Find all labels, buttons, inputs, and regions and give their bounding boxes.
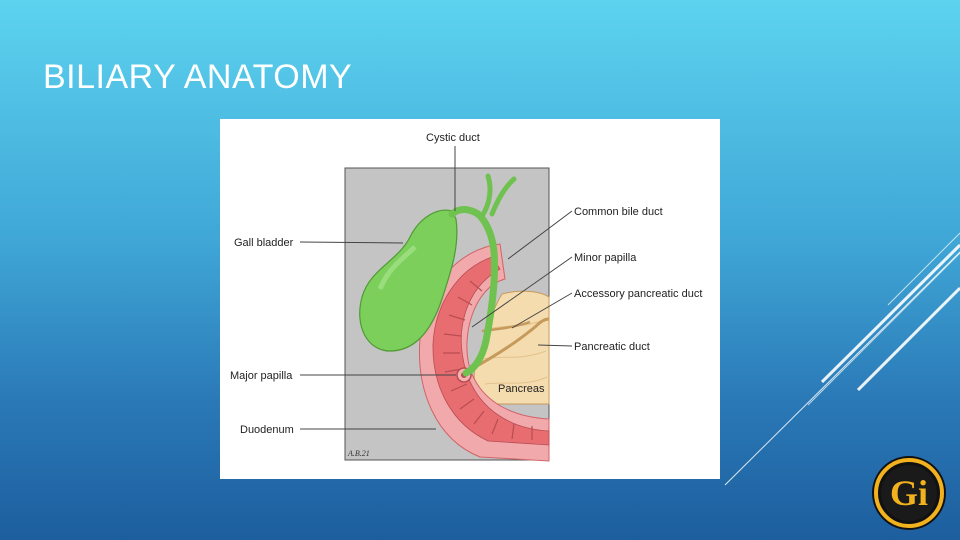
logo-text: Gi (890, 473, 928, 513)
gallbladder-highlight (377, 245, 417, 290)
leader-lines (299, 146, 573, 430)
label-duodenum: Duodenum (240, 424, 294, 436)
label-gall-bladder: Gall bladder (234, 237, 294, 249)
pancreatic-duct-line (467, 317, 550, 373)
duodenum-rugae (443, 280, 533, 440)
label-major-papilla: Major papilla (230, 370, 293, 382)
hepatic-ducts-shape (479, 173, 517, 219)
gi-logo: Gi (872, 456, 946, 530)
artist-signature: A.B.21 (347, 449, 370, 458)
label-common-bile-duct: Common bile duct (574, 206, 663, 218)
common-bile-duct-shape (448, 206, 499, 377)
duodenum-folds (432, 256, 550, 446)
label-minor-papilla: Minor papilla (574, 252, 637, 264)
label-pancreatic-duct: Pancreatic duct (574, 341, 650, 353)
label-cystic-duct: Cystic duct (426, 132, 480, 144)
anatomy-figure: Cystic duct Common bile duct Gall bladde… (220, 119, 720, 479)
biliary-diagram: Cystic duct Common bile duct Gall bladde… (230, 132, 702, 462)
slide-title: BILIARY ANATOMY (43, 58, 353, 96)
gallbladder-shape (359, 209, 458, 352)
label-accessory-pancreatic-duct: Accessory pancreatic duct (574, 288, 702, 300)
label-pancreas: Pancreas (498, 383, 545, 395)
